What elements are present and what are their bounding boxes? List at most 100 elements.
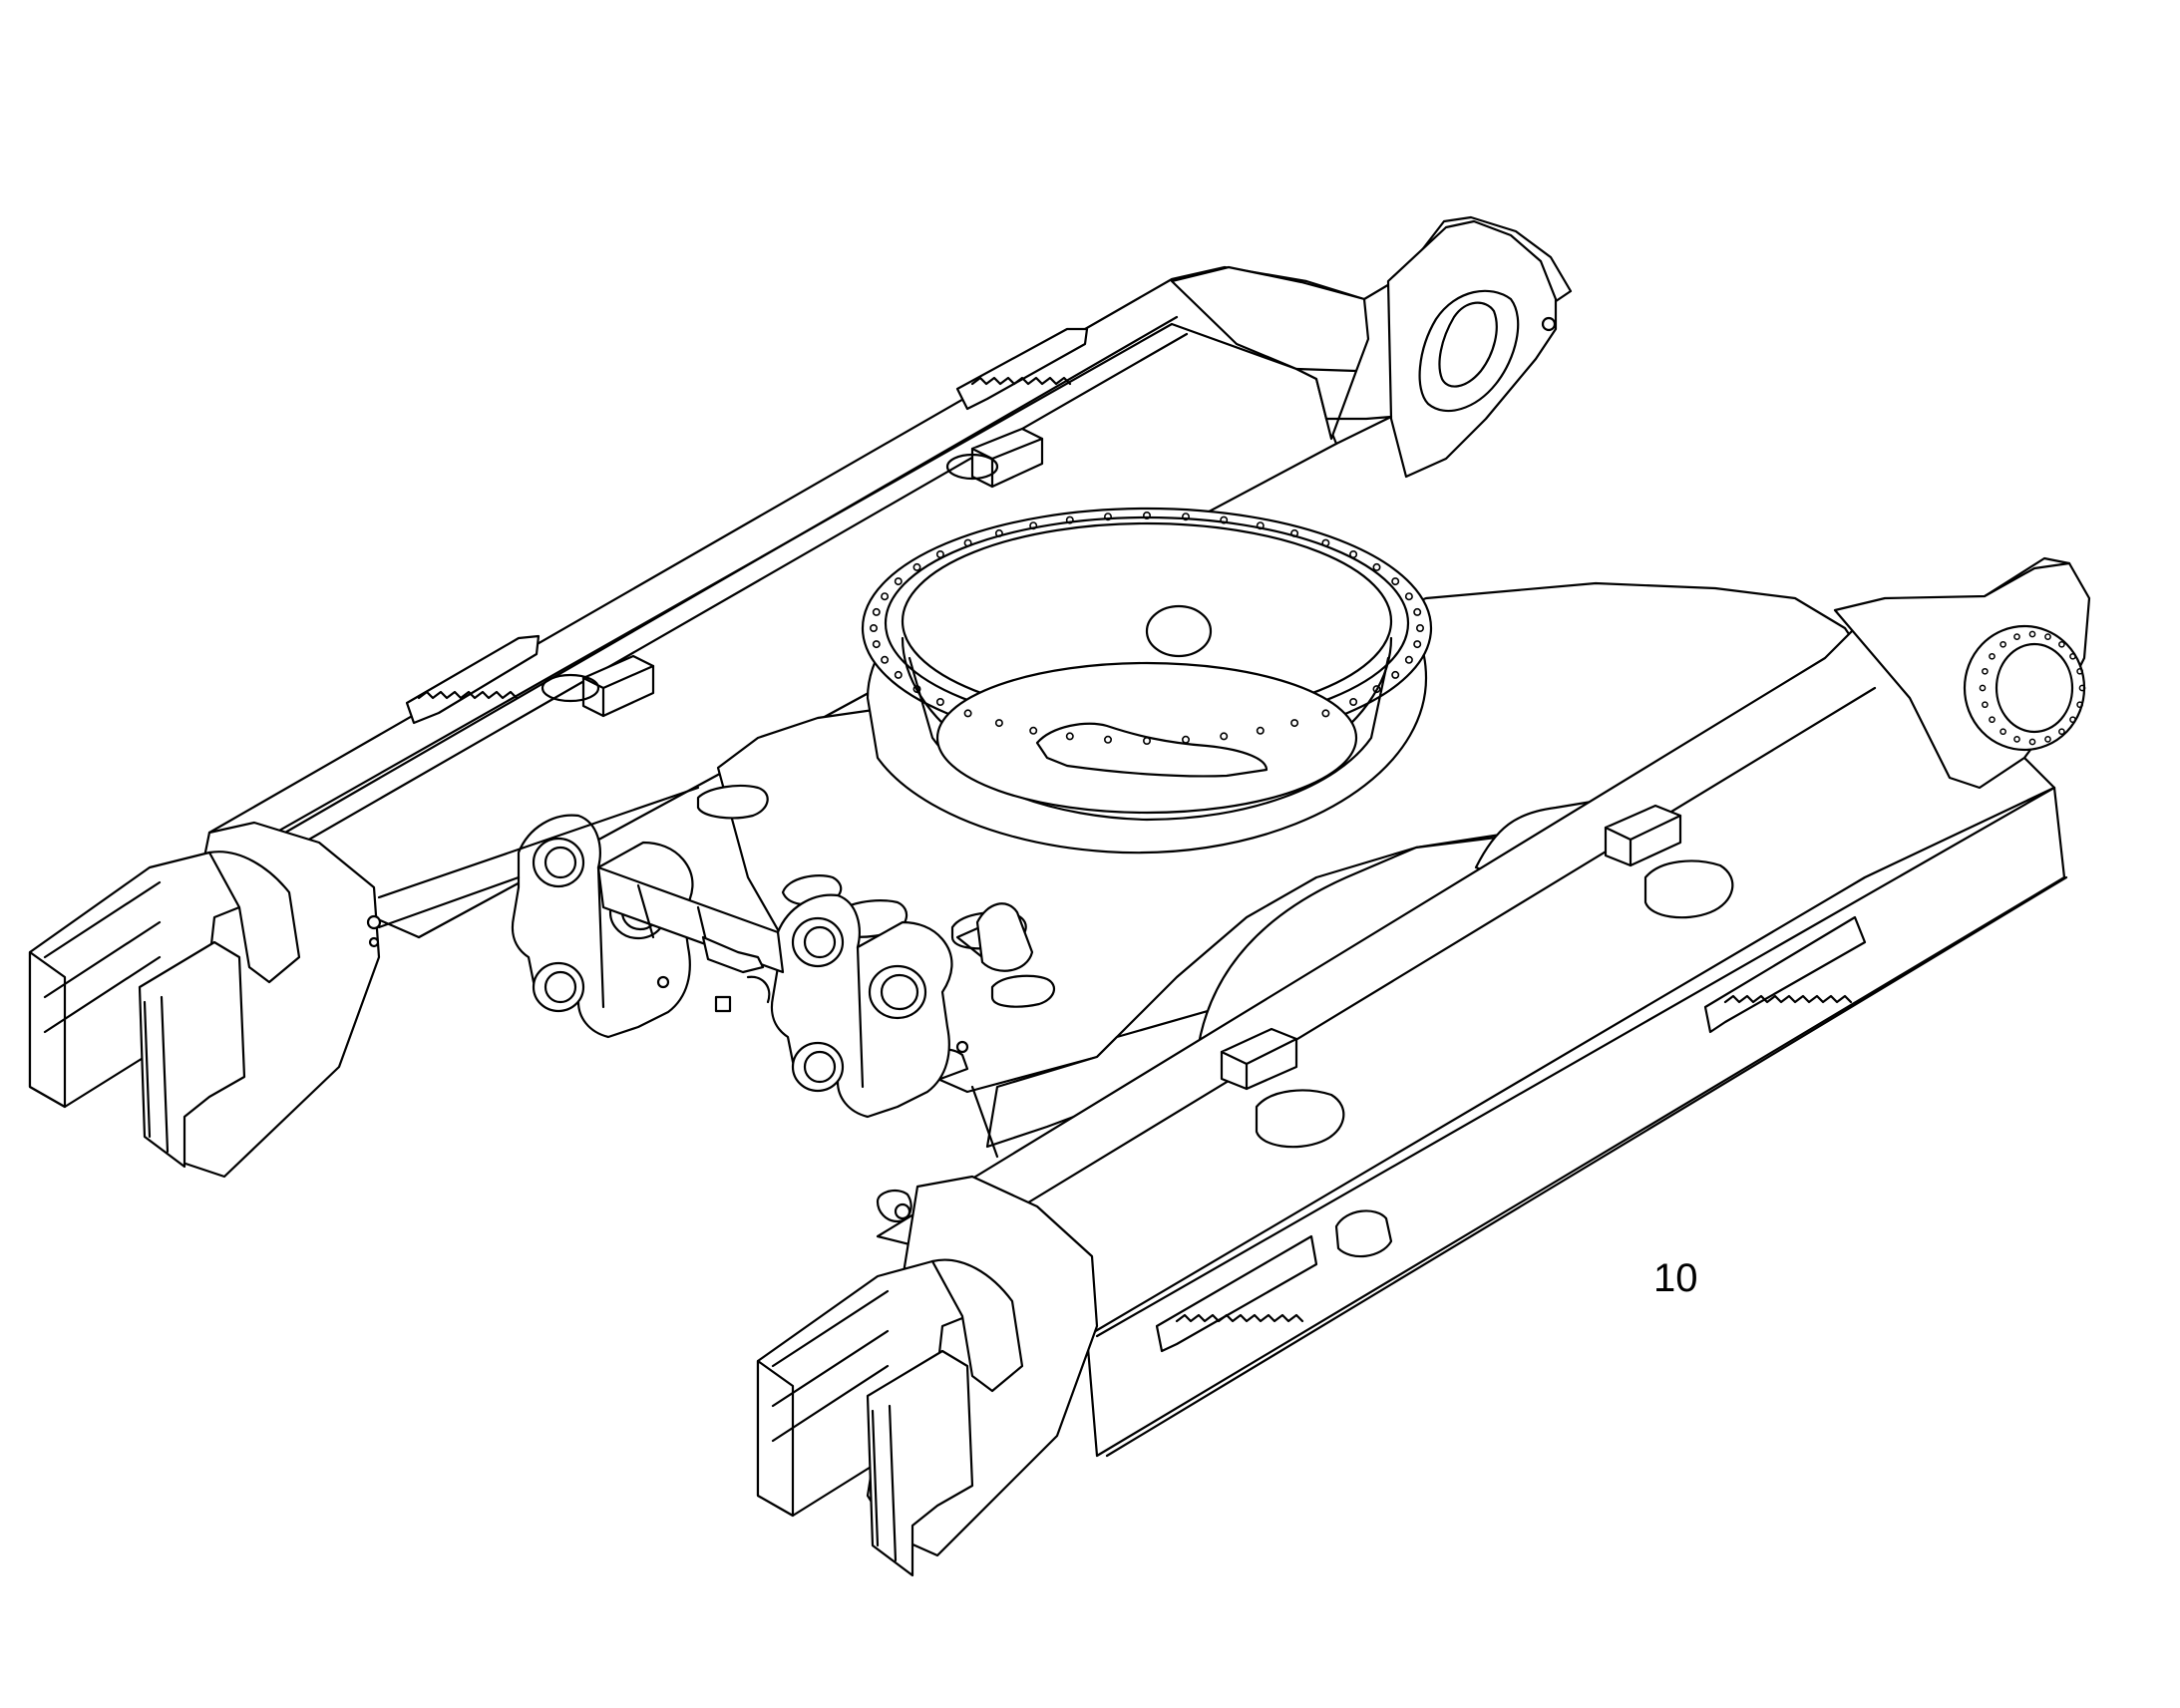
bearing-bolt-hole	[882, 593, 888, 599]
lower-guard-bracket-2	[1157, 1236, 1316, 1351]
upper-beam-edge	[259, 317, 1177, 848]
idler-bolt-hole	[2059, 729, 2064, 734]
bearing-bolt-hole	[1392, 672, 1398, 678]
bearing-bolt-hole	[1258, 728, 1264, 734]
bearing-bolt-hole	[937, 699, 943, 705]
upper-sprocket-mount	[30, 823, 380, 1177]
bearing-bolt-hole	[937, 551, 943, 557]
bearing-bolt-hole	[913, 686, 919, 692]
lower-hole-3	[1336, 1210, 1391, 1256]
idler-bolt-hole	[1990, 654, 1995, 659]
bearing-bolt-hole	[1414, 609, 1420, 615]
bearing-bolt-hole	[1373, 686, 1379, 692]
bearing-bolt-hole	[1350, 551, 1356, 557]
bearing-bolt-hole	[1322, 710, 1328, 716]
lower-idler-bolt-circle	[1980, 631, 2084, 744]
bearing-bolt-hole	[1067, 733, 1073, 739]
bearing-bolt-hole	[1144, 512, 1150, 518]
idler-bolt-hole	[1990, 717, 1995, 722]
upper-idler-bolt-ring	[1439, 303, 1496, 387]
bearing-bolt-hole	[1350, 699, 1356, 705]
idler-bolt-hole	[1983, 702, 1988, 707]
idler-bolt-hole	[2045, 634, 2050, 639]
carbody-rounded-hole	[977, 903, 1032, 970]
idler-bolt-hole	[2045, 737, 2050, 742]
bearing-center-hole	[1147, 606, 1211, 656]
bearing-bolt-hole	[1291, 720, 1297, 726]
bearing-bolt-hole	[996, 530, 1002, 536]
idler-bolt-hole	[2059, 642, 2064, 647]
small-linkage	[703, 937, 763, 972]
idler-bolt-hole	[2029, 631, 2034, 636]
bearing-bolt-hole	[1414, 641, 1420, 647]
upper-diagonal-web	[1296, 369, 1391, 419]
bearing-bolt-hole	[1183, 737, 1189, 743]
lower-box-2	[1222, 1029, 1296, 1089]
idler-bolt-hole	[1983, 669, 1988, 674]
bearing-bolt-hole	[1030, 522, 1036, 528]
bearing-bolt-hole	[1221, 516, 1227, 522]
idler-bolt-hole	[2000, 642, 2005, 647]
idler-bolt-hole	[2077, 669, 2082, 674]
lower-beam-edge	[997, 688, 1875, 1221]
bearing-bolt-hole	[913, 564, 919, 570]
upper-guard-bracket-2	[407, 636, 539, 723]
frame-detail-lines	[379, 788, 997, 1157]
bearing-bolt-hole	[1373, 564, 1379, 570]
bearing-bolt-holes	[871, 512, 1423, 744]
bearing-bolt-hole	[1144, 738, 1150, 744]
bearing-bolt-hole	[1406, 657, 1412, 663]
bearing-bolt-hole	[964, 710, 970, 716]
bearing-bolt-hole	[882, 657, 888, 663]
bearing-bolt-hole	[1291, 530, 1297, 536]
boom-bracket-right	[772, 895, 967, 1117]
swing-bearing	[863, 509, 1431, 853]
lower-guard-bracket-1	[1705, 917, 1865, 1032]
idler-bolt-hole	[2014, 634, 2019, 639]
upper-beam-edge-2	[274, 334, 1187, 859]
bearing-bolt-hole	[1183, 513, 1189, 519]
upper-guard-bracket-1	[957, 329, 1087, 409]
lower-beam-edge-3	[1107, 877, 2066, 1456]
idler-bolt-hole	[2029, 739, 2034, 744]
lower-idler-bore	[1997, 644, 2072, 732]
idler-bolt-hole	[2070, 654, 2075, 659]
lower-box-1	[1606, 806, 1680, 865]
bearing-bolt-hole	[871, 625, 877, 631]
lower-hole-2	[1257, 1091, 1343, 1148]
callout-label: 10	[1653, 1256, 1698, 1300]
bearing-bolt-hole	[1105, 513, 1111, 519]
idler-bolt-hole	[2014, 737, 2019, 742]
bearing-bolt-hole	[1406, 593, 1412, 599]
bearing-bolt-hole	[964, 539, 970, 545]
upper-box-2	[543, 656, 653, 716]
carbody-slot-2	[698, 786, 768, 818]
bearing-bolt-hole	[896, 672, 902, 678]
bearing-bolt-hole	[1105, 737, 1111, 743]
bearing-bolt-hole	[874, 609, 880, 615]
upper-idler-pin	[1543, 318, 1555, 330]
lower-sprocket-mount	[758, 1177, 1097, 1575]
idler-bolt-hole	[2079, 685, 2084, 690]
bearing-bolt-hole	[1067, 516, 1073, 522]
idler-bolt-hole	[2070, 717, 2075, 722]
bearing-bolt-hole	[1392, 578, 1398, 584]
bearing-bolt-hole	[896, 578, 902, 584]
idler-bolt-hole	[2077, 702, 2082, 707]
bearing-bolt-hole	[996, 720, 1002, 726]
lower-track-frame	[878, 558, 2089, 1456]
bearing-bolt-hole	[1417, 625, 1423, 631]
bearing-bolt-hole	[1258, 522, 1264, 528]
idler-bolt-hole	[1980, 685, 1985, 690]
upper-box-1	[947, 429, 1042, 487]
idler-bolt-hole	[2000, 729, 2005, 734]
lower-hole-1	[1645, 861, 1732, 918]
bracket-cross-tube	[598, 867, 783, 1011]
bearing-floor-plate	[1037, 724, 1267, 777]
bearing-bolt-hole	[1322, 539, 1328, 545]
carbody-oval-2	[992, 976, 1054, 1007]
bearing-bolt-hole	[1221, 733, 1227, 739]
bearing-bolt-hole	[1030, 728, 1036, 734]
lower-beam-edge-2	[1097, 788, 2054, 1336]
